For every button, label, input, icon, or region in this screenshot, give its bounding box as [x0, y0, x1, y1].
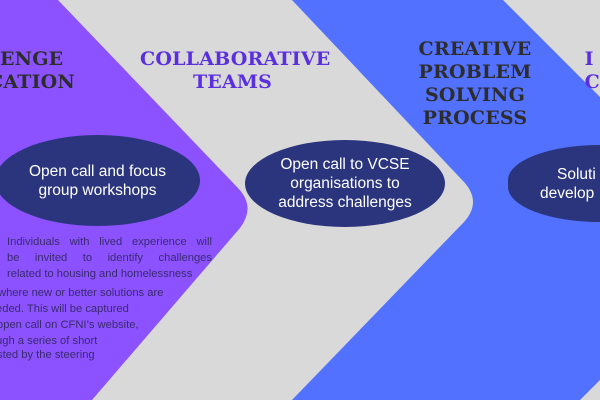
description-line: be invited to identify challenges: [7, 252, 212, 264]
description-line: sted by the steering: [0, 349, 95, 361]
heading-line: COLLABORATIVE: [140, 48, 331, 70]
oval-line: organisations to: [290, 175, 400, 192]
heading-line: TEAMS: [192, 71, 273, 93]
heading-line: PROBLEM: [418, 61, 532, 83]
stage1-heading: ENGE CATION: [0, 48, 75, 94]
stage1-description: Individuals with lived experience will b…: [0, 234, 212, 363]
description-line: ugh a series of short: [0, 335, 98, 347]
heading-line: SOLVING: [425, 84, 525, 106]
oval-line: group workshops: [38, 181, 157, 199]
description-line: where new or better solutions are: [0, 287, 164, 299]
oval-line: develop: [540, 184, 595, 202]
heading-line: PROCESS: [422, 107, 528, 129]
stage2-oval: Open call to VCSE organisations to address…: [245, 140, 445, 227]
oval-line: Open call and focus: [28, 162, 166, 180]
heading-line: C: [584, 71, 600, 93]
stage2-heading: COLLABORATIVE TEAMS: [140, 48, 331, 94]
description-line: related to housing and homelessness: [7, 268, 193, 280]
heading-line: CATION: [0, 71, 75, 93]
stage4-heading: I C: [585, 48, 600, 94]
oval-line: address challenges: [278, 194, 412, 211]
oval-line: Soluti: [557, 165, 596, 183]
oval-line: Open call to VCSE: [280, 156, 410, 173]
description-line: open call on CFNI’s website,: [0, 319, 139, 331]
heading-line: ENGE: [0, 48, 64, 70]
description-line: Individuals with lived experience will: [7, 236, 212, 248]
description-line: eded. This will be captured: [0, 303, 129, 315]
heading-line: I: [584, 48, 594, 70]
blue-chevron: [292, 0, 600, 400]
stage3-heading: CREATIVE PROBLEM SOLVING PROCESS: [415, 38, 535, 130]
heading-line: CREATIVE: [418, 38, 532, 60]
